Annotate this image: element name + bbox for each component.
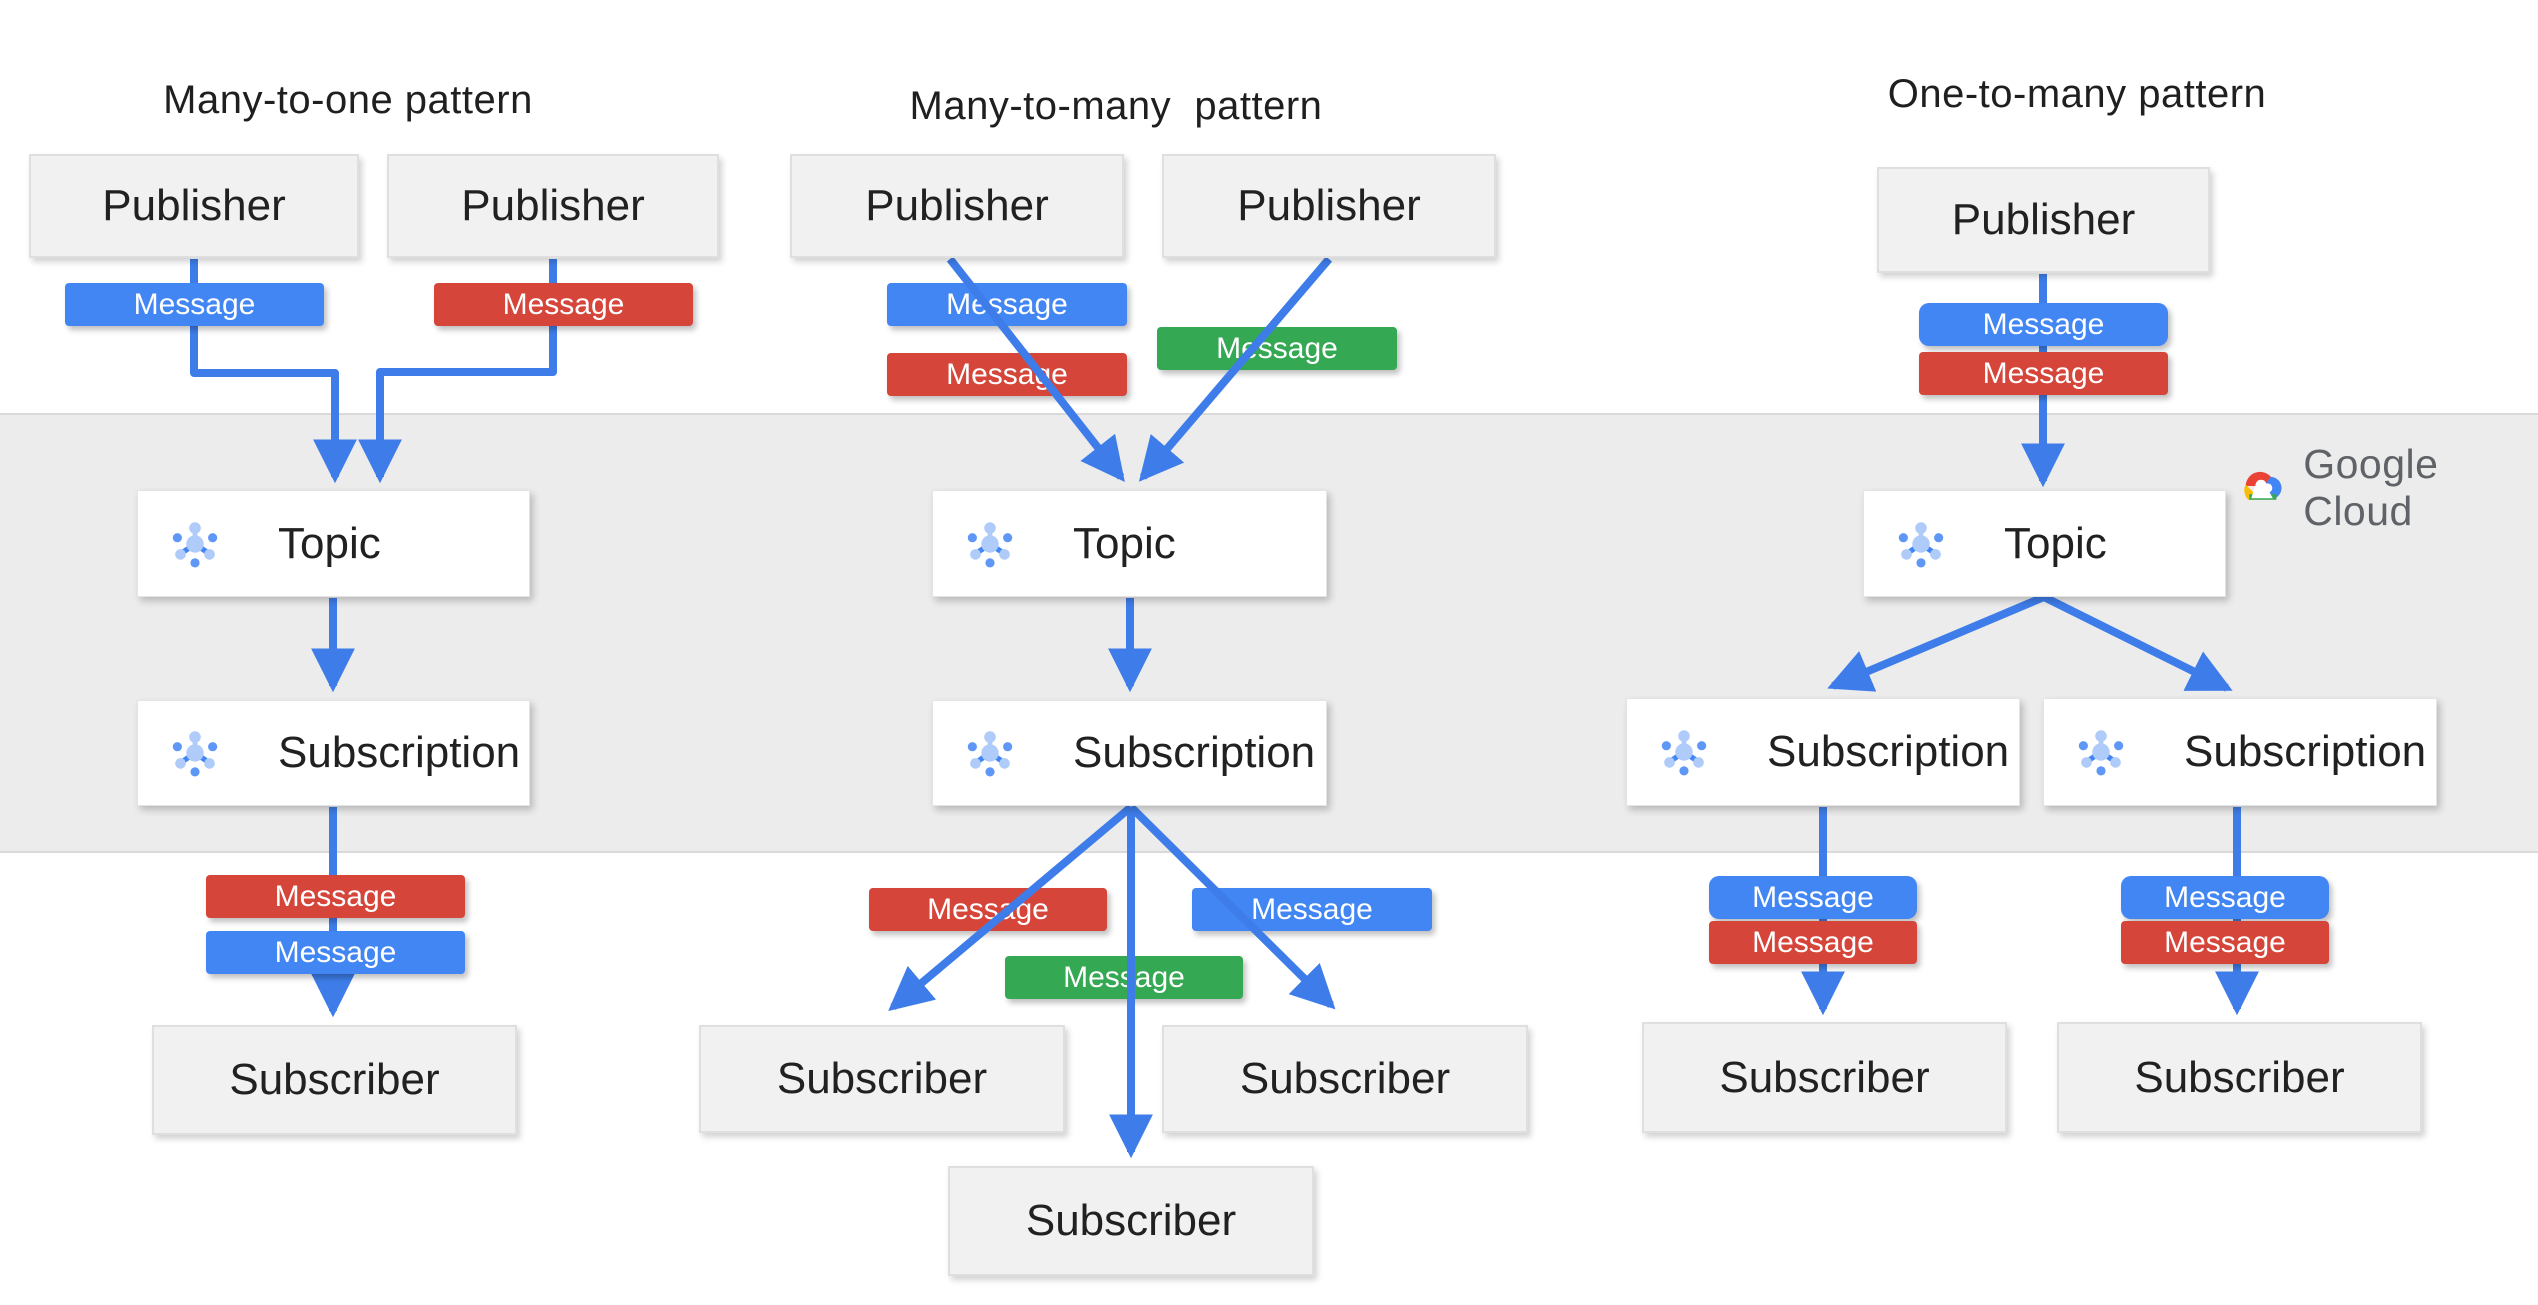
subscription-box: Subscription [137,700,530,806]
subscription-label: Subscription [278,728,521,777]
pubsub-subscription-icon [166,724,224,782]
pattern-title-many-to-many: Many-to-many pattern [909,83,1323,128]
google-cloud-logo: Google Cloud [2238,441,2538,535]
subscriber-box: Subscriber [152,1025,517,1135]
subscription-label: Subscription [1073,728,1316,777]
message-badge: Message [887,283,1127,326]
message-badge: Message [1005,956,1243,999]
message-badge: Message [1919,352,2168,395]
pubsub-topic-icon [166,515,224,573]
subscriber-box: Subscriber [2057,1022,2422,1133]
message-badge: Message [2121,876,2329,919]
pubsub-subscription-icon [961,724,1019,782]
subscription-label: Subscription [1767,727,2010,776]
message-badge: Message [1709,921,1917,964]
message-badge: Message [1709,876,1917,919]
google-cloud-logo-text: Google Cloud [2303,441,2439,534]
subscriber-box: Subscriber [948,1166,1314,1276]
message-badge: Message [434,283,693,326]
subscription-box: Subscription [932,700,1327,806]
publisher-box: Publisher [1162,154,1496,258]
message-badge: Message [1192,888,1432,931]
topic-label: Topic [1073,518,1176,568]
pattern-title-one-to-many: One-to-many pattern [1887,71,2267,116]
google-cloud-logo-icon [2238,465,2289,511]
topic-box: Topic [932,490,1327,597]
topic-box: Topic [1863,490,2226,597]
topic-box: Topic [137,490,530,597]
subscription-label: Subscription [2184,727,2427,776]
subscriber-box: Subscriber [699,1025,1065,1133]
message-badge: Message [2121,921,2329,964]
publisher-box: Publisher [29,154,359,258]
topic-label: Topic [278,518,381,568]
topic-label: Topic [2004,518,2107,568]
subscription-box: Subscription [2043,698,2437,806]
subscriber-box: Subscriber [1162,1025,1528,1133]
pubsub-subscription-icon [2072,723,2130,781]
message-badge: Message [206,875,465,918]
pubsub-topic-icon [1892,515,1950,573]
subscription-box: Subscription [1626,698,2020,806]
pubsub-subscription-icon [1655,723,1713,781]
message-badge: Message [206,931,465,974]
publisher-box: Publisher [790,154,1124,258]
message-badge: Message [1919,303,2168,346]
message-badge: Message [887,353,1127,396]
subscriber-box: Subscriber [1642,1022,2007,1133]
publisher-box: Publisher [1877,167,2210,273]
pubsub-topic-icon [961,515,1019,573]
message-badge: Message [1157,327,1397,370]
message-badge: Message [869,888,1107,931]
message-badge: Message [65,283,324,326]
publisher-box: Publisher [387,154,719,258]
pattern-title-many-to-one: Many-to-one pattern [163,77,533,122]
